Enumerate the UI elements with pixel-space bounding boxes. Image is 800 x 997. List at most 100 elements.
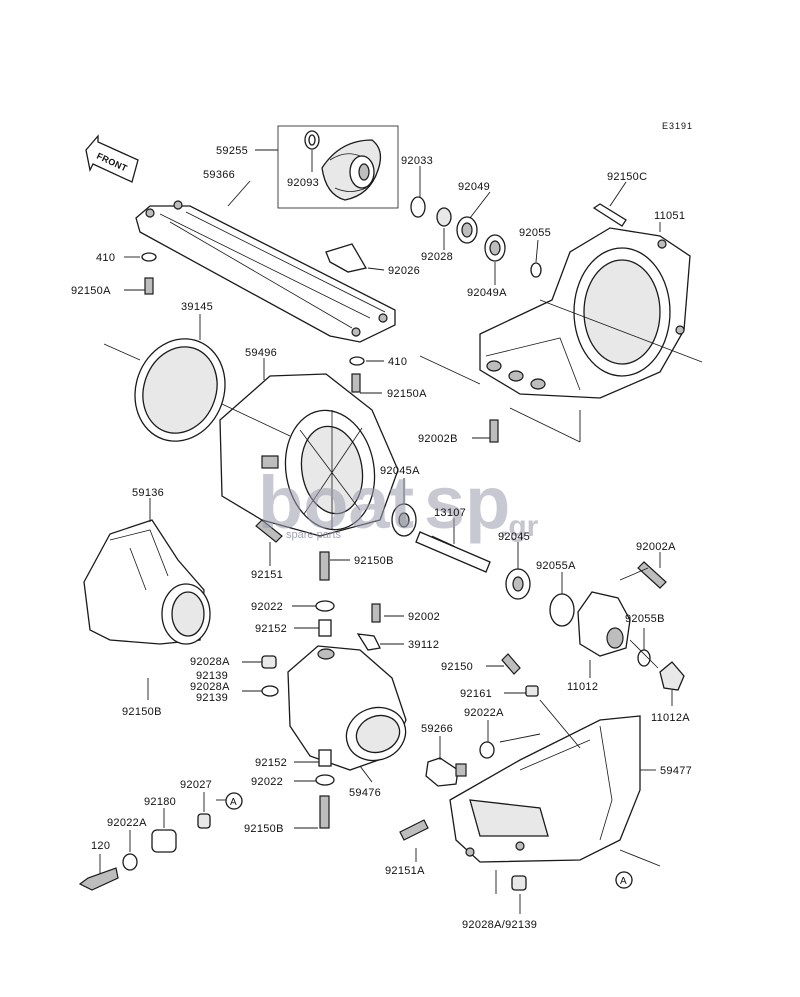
washer-92022-upper xyxy=(315,600,335,612)
part-label: 59366 xyxy=(203,169,235,181)
part-label: 59496 xyxy=(245,347,277,359)
part-label: 410 xyxy=(96,252,115,264)
bolt-92002 xyxy=(371,603,381,623)
part-label: 92151A xyxy=(385,865,425,877)
leader-lines xyxy=(99,149,673,914)
part-label: 59477 xyxy=(660,765,692,777)
cap-11012A xyxy=(659,661,685,691)
part-label: 13107 xyxy=(434,507,466,519)
washer-410-left xyxy=(141,252,157,262)
part-label: 92152 xyxy=(255,757,287,769)
svg-text:spare parts: spare parts xyxy=(286,529,342,541)
part-label: 59266 xyxy=(421,723,453,735)
top-cover-plate xyxy=(135,200,396,343)
bolt-92150C xyxy=(592,203,627,227)
bolt-92151A xyxy=(399,819,429,841)
part-label: 39145 xyxy=(181,301,213,313)
part-label: 92152 xyxy=(255,623,287,635)
part-label: 92055 xyxy=(519,227,551,239)
ring-39145 xyxy=(134,338,226,442)
washer-92022-lower xyxy=(315,774,335,786)
watermark: boat sp spare parts .gr xyxy=(258,461,539,544)
part-label: 92161 xyxy=(460,688,492,700)
svg-text:.gr: .gr xyxy=(500,510,539,543)
part-label: 92055A xyxy=(536,560,576,572)
part-label: 92150B xyxy=(244,823,284,835)
collar-92152-lower xyxy=(318,749,332,767)
svg-text:A: A xyxy=(230,797,237,808)
part-label: 92033 xyxy=(401,155,433,167)
washer-92139-lower xyxy=(261,685,279,697)
part-labels: 59255 59366 92093 92033 92049 92150C 110… xyxy=(71,145,692,931)
part-label: 92002A xyxy=(636,541,676,553)
part-label: 92049 xyxy=(458,181,490,193)
axis-lines xyxy=(103,299,703,669)
front-arrow-icon: FRONT xyxy=(85,134,139,183)
impeller-inset xyxy=(277,125,399,209)
part-label: 92139 xyxy=(196,692,228,704)
ring-92033 xyxy=(410,196,426,218)
part-label: 92049A xyxy=(467,287,507,299)
part-label: 92150 xyxy=(441,661,473,673)
part-label: 11051 xyxy=(654,210,685,222)
part-label: 92028A xyxy=(190,681,230,693)
part-label: 92150B xyxy=(122,706,162,718)
part-label: 92027 xyxy=(180,779,212,791)
collar-92028 xyxy=(436,207,452,227)
part-label: 92022A xyxy=(464,707,504,719)
collar-92028A-upper xyxy=(261,655,277,669)
reverse-gate-59477 xyxy=(449,715,641,863)
collar-92152-upper xyxy=(318,619,332,637)
part-label: 59136 xyxy=(132,487,164,499)
part-label: 92150B xyxy=(354,555,394,567)
svg-text:boat: boat xyxy=(258,461,414,544)
svg-text:A: A xyxy=(620,876,627,887)
washer-410-center xyxy=(349,356,365,366)
part-label: 39112 xyxy=(408,639,439,651)
block-92180 xyxy=(151,829,177,853)
shaft-13107 xyxy=(415,531,491,573)
part-label: 92022 xyxy=(251,776,283,788)
bracket-92026 xyxy=(325,243,368,273)
part-label: 92150A xyxy=(387,388,427,400)
bolt-120 xyxy=(78,867,119,891)
part-label: 92028A xyxy=(190,656,230,668)
part-label: 92045A xyxy=(380,465,420,477)
pump-body-59496 xyxy=(219,373,399,537)
part-label: 92055B xyxy=(625,613,665,625)
svg-text:sp: sp xyxy=(424,461,510,544)
part-label: 92022 xyxy=(251,601,283,613)
bolt-92150A-left xyxy=(144,277,154,295)
pivot-11012 xyxy=(577,591,631,657)
part-label: 92026 xyxy=(388,265,420,277)
callout-a-left: A xyxy=(225,792,243,810)
bolt-92002B xyxy=(489,419,499,443)
oring-92055 xyxy=(530,262,542,278)
part-label: 92180 xyxy=(144,796,176,808)
cable-holder-59266 xyxy=(425,757,467,787)
washer-92022A-right xyxy=(479,741,495,759)
bolt-92002A xyxy=(637,561,667,589)
part-label: 92002B xyxy=(418,433,458,445)
part-label: 11012 xyxy=(567,681,598,693)
part-label: 92150C xyxy=(607,171,647,183)
oring-92055A xyxy=(549,593,575,627)
part-label: 120 xyxy=(91,840,110,852)
bolt-92150B-upper xyxy=(319,551,330,581)
bolt-92150A-center xyxy=(351,373,361,393)
part-label: 92028A/92139 xyxy=(462,919,537,931)
bolt-92150B-lower xyxy=(319,795,330,829)
lever-39112 xyxy=(356,633,381,651)
collar-92161 xyxy=(525,685,539,697)
part-label: 59476 xyxy=(349,787,381,799)
part-label: 92002 xyxy=(408,611,440,623)
washer-92022A-left xyxy=(122,853,138,871)
part-label: 59255 xyxy=(216,145,248,157)
steering-nozzle-59476 xyxy=(287,645,407,771)
pump-housing-11051 xyxy=(479,227,691,399)
diagram-code: E3191 xyxy=(662,121,693,131)
nozzle-59136 xyxy=(83,519,211,645)
part-label: 92139 xyxy=(196,670,228,682)
collar-92027 xyxy=(197,813,211,829)
